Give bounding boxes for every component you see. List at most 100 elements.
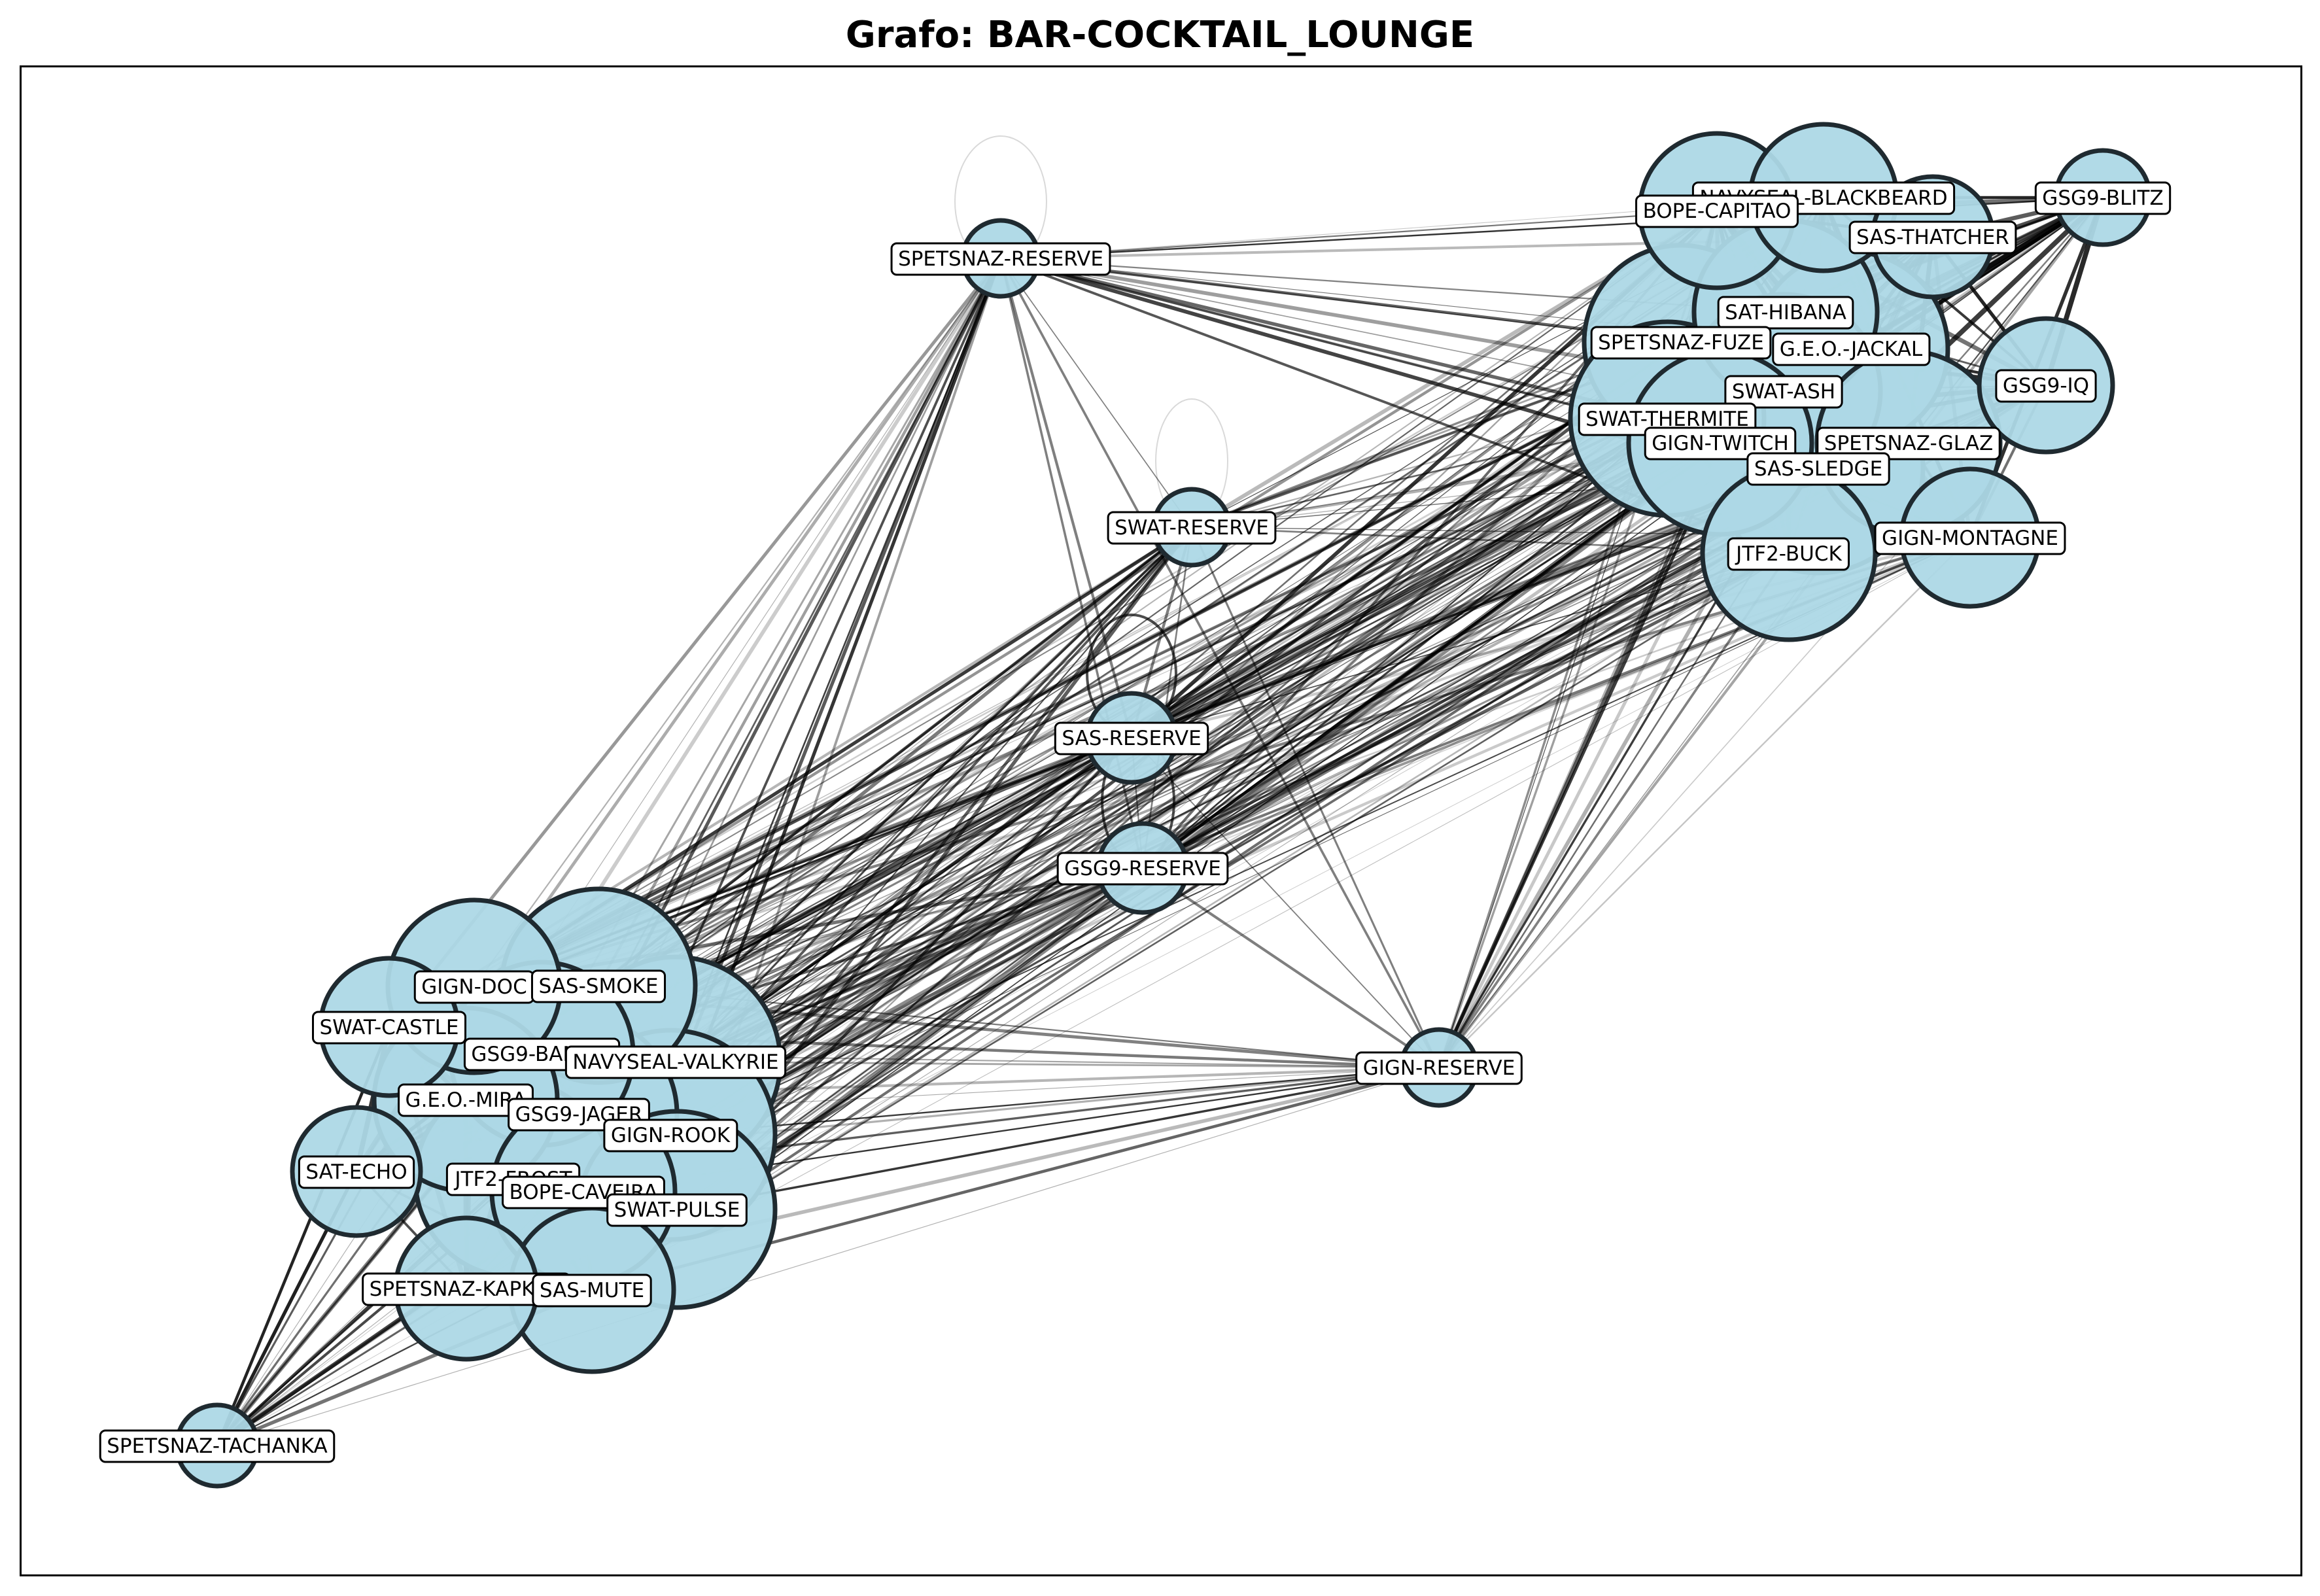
- edge-SPETSNAZ-TACHANKA-SWAT-CASTLE: [215, 1026, 391, 1446]
- edge-GIGN-MONTAGNE-BOPE-CAVEIRA: [583, 537, 1971, 1192]
- node-label-SWAT-ASH: SWAT-ASH: [1724, 375, 1843, 409]
- node-label-text: G.E.O.-MIRA: [406, 1088, 527, 1112]
- node-label-text: GSG9-BLITZ: [2042, 186, 2163, 210]
- node-label-box: [1054, 721, 1209, 755]
- edge-SPETSNAZ-TACHANKA-SPETSNAZ-RESERVE: [216, 258, 1001, 1446]
- edge-GIGN-RESERVE-NAVYSEAL-VALKYRIE: [675, 1060, 1440, 1069]
- node-label-text: NAVYSEAL-VALKYRIE: [572, 1050, 778, 1074]
- node-label-SWAT-PULSE: SWAT-PULSE: [606, 1193, 748, 1227]
- edge-GIGN-RESERVE-SWAT-THERMITE: [1438, 418, 1669, 1068]
- node-label-SPETSNAZ-RESERVE: SPETSNAZ-RESERVE: [890, 242, 1111, 276]
- edge-SPETSNAZ-RESERVE-SWAT-CASTLE: [388, 257, 1002, 1028]
- node-label-box: [1717, 296, 1854, 330]
- node-label-text: SAS-MUTE: [540, 1279, 644, 1302]
- node-label-SPETSNAZ-GLAZ: SPETSNAZ-GLAZ: [1816, 426, 2001, 460]
- node-label-text: SWAT-RESERVE: [1115, 516, 1269, 540]
- edge-SPETSNAZ-RESERVE-SAS-RESERVE: [999, 258, 1134, 738]
- node-label-text: GIGN-DOC: [421, 975, 527, 999]
- edge-SAS-RESERVE-GIGN-RESERVE: [1131, 737, 1440, 1068]
- node-label-text: SWAT-ASH: [1732, 380, 1835, 404]
- node-label-SWAT-CASTLE: SWAT-CASTLE: [311, 1011, 467, 1045]
- node-label-GIGN-ROOK: GIGN-ROOK: [603, 1119, 738, 1153]
- node-label-SAS-RESERVE: SAS-RESERVE: [1054, 721, 1209, 755]
- edge-SAS-SLEDGE-GSG9-JAGER: [578, 467, 1819, 1115]
- node-label-box: [1724, 375, 1843, 409]
- edge-SPETSNAZ-RESERVE-BOPE-CAPITAO: [1000, 209, 1718, 260]
- edge-SAS-RESERVE-JTF2-BUCK: [1131, 553, 1790, 738]
- node-label-GIGN-MONTAGNE: GIGN-MONTAGNE: [1874, 521, 2066, 555]
- node-label-GSG9-IQ: GSG9-IQ: [1995, 369, 2097, 403]
- edge-SPETSNAZ-TACHANKA-GIGN-RESERVE: [216, 1067, 1440, 1446]
- node-label-box: [99, 1429, 336, 1463]
- node-label-SPETSNAZ-TACHANKA: SPETSNAZ-TACHANKA: [99, 1429, 336, 1463]
- node-label-text: SAS-SMOKE: [538, 975, 658, 998]
- edge-GIGN-RESERVE-GIGN-MONTAGNE: [1438, 537, 1971, 1068]
- edge-GIGN-RESERVE-GIGN-ROOK: [670, 1066, 1440, 1136]
- node-label-box: [1848, 220, 2017, 254]
- labels-layer: SPETSNAZ-RESERVE SWAT-RESERVE SAS-RESERVE G…: [99, 181, 2172, 1463]
- edge-SPETSNAZ-RESERVE-GIGN-RESERVE: [999, 258, 1440, 1068]
- node-label-GIGN-DOC: GIGN-DOC: [413, 970, 535, 1004]
- node-label-JTF2-BUCK: JTF2-BUCK: [1727, 537, 1850, 571]
- edge-GSG9-RESERVE-GIGN-RESERVE: [1141, 867, 1440, 1069]
- node-label-box: [1727, 537, 1850, 571]
- node-label-box: [1874, 521, 2066, 555]
- node-label-GSG9-BLITZ: GSG9-BLITZ: [2034, 181, 2172, 215]
- edge-SWAT-RESERVE-GIGN-RESERVE: [1190, 527, 1440, 1068]
- node-label-box: [530, 969, 667, 1003]
- node-label-text: GSG9-IQ: [2003, 374, 2089, 398]
- node-label-box: [1355, 1051, 1523, 1085]
- edge-SPETSNAZ-GLAZ-SAS-MUTE: [591, 442, 1909, 1291]
- node-label-BOPE-CAPITAO: BOPE-CAPITAO: [1635, 194, 1799, 228]
- edge-SPETSNAZ-RESERVE-SWAT-THERMITE: [1000, 256, 1668, 421]
- edge-SWAT-RESERVE-JTF2-BUCK: [1191, 526, 1790, 555]
- edge-JTF2-BUCK-SAS-SMOKE: [598, 552, 1790, 987]
- edge-SAS-SLEDGE-SWAT-PULSE: [676, 467, 1819, 1211]
- node-label-G.E.O.-MIRA: G.E.O.-MIRA: [398, 1083, 534, 1117]
- node-label-text: BOPE-CAPITAO: [1643, 200, 1792, 223]
- node-label-SPETSNAZ-KAPKAN: SPETSNAZ-KAPKAN: [362, 1272, 571, 1306]
- node-label-text: SWAT-CASTLE: [319, 1016, 459, 1039]
- node-label-box: [1816, 426, 2001, 460]
- edge-SAS-RESERVE-SWAT-THERMITE: [1130, 417, 1669, 740]
- edge-GIGN-MONTAGNE-SAS-MUTE: [591, 537, 1971, 1291]
- node-label-text: JTF2-BUCK: [1735, 542, 1842, 566]
- edge-BOPE-CAPITAO-GIGN-DOC: [473, 209, 1718, 988]
- edge-GIGN-MONTAGNE-GIGN-ROOK: [670, 537, 1971, 1136]
- node-label-text: SWAT-PULSE: [614, 1198, 740, 1222]
- edge-SPETSNAZ-FUZE-GIGN-DOC: [474, 341, 1682, 988]
- node-label-box: [1644, 426, 1797, 460]
- plot-frame: [20, 65, 2302, 1576]
- edge-SPETSNAZ-RESERVE-GIGN-DOC: [474, 258, 1001, 987]
- node-label-text: G.E.O.-JACKAL: [1780, 338, 1923, 361]
- node-label-text: GIGN-RESERVE: [1363, 1056, 1515, 1080]
- edge-SPETSNAZ-RESERVE-SWAT-RESERVE: [1000, 258, 1192, 528]
- node-label-box: [1746, 452, 1890, 486]
- edge-JTF2-BUCK-GIGN-ROOK: [669, 551, 1790, 1137]
- node-label-G.E.O.-JACKAL: G.E.O.-JACKAL: [1772, 332, 1931, 366]
- edge-GIGN-MONTAGNE-GIGN-DOC: [474, 536, 1971, 988]
- node-label-box: [1995, 369, 2097, 403]
- graph-title: Grafo: BAR-COCKTAIL_LOUNGE: [845, 14, 1475, 56]
- node-label-SAS-SLEDGE: SAS-SLEDGE: [1746, 452, 1890, 486]
- node-label-text: SPETSNAZ-TACHANKA: [107, 1434, 328, 1458]
- edge-GIGN-RESERVE-JTF2-BUCK: [1438, 552, 1790, 1069]
- edge-SAS-SLEDGE-GSG9-BANDIT: [541, 468, 1819, 1054]
- node-label-box: [603, 1119, 738, 1153]
- node-label-text: SPETSNAZ-RESERVE: [898, 247, 1103, 271]
- node-label-box: [1772, 332, 1931, 366]
- node-label-box: [606, 1193, 748, 1227]
- node-label-GIGN-TWITCH: GIGN-TWITCH: [1644, 426, 1797, 460]
- node-label-text: GIGN-MONTAGNE: [1882, 527, 2058, 550]
- node-label-text: SPETSNAZ-GLAZ: [1824, 432, 1993, 455]
- node-label-SWAT-RESERVE: SWAT-RESERVE: [1107, 511, 1277, 545]
- node-label-text: SAS-SLEDGE: [1754, 457, 1882, 481]
- edge-BOPE-CAPITAO-GSG9-BANDIT: [541, 210, 1718, 1054]
- node-label-text: SAS-RESERVE: [1062, 727, 1201, 750]
- node-label-SAS-SMOKE: SAS-SMOKE: [530, 969, 667, 1003]
- edge-GIGN-RESERVE-SWAT-PULSE: [676, 1066, 1440, 1211]
- edge-JTF2-BUCK-SAS-MUTE: [591, 552, 1790, 1291]
- node-label-SAS-MUTE: SAS-MUTE: [532, 1274, 652, 1308]
- node-label-GIGN-RESERVE: GIGN-RESERVE: [1355, 1051, 1523, 1085]
